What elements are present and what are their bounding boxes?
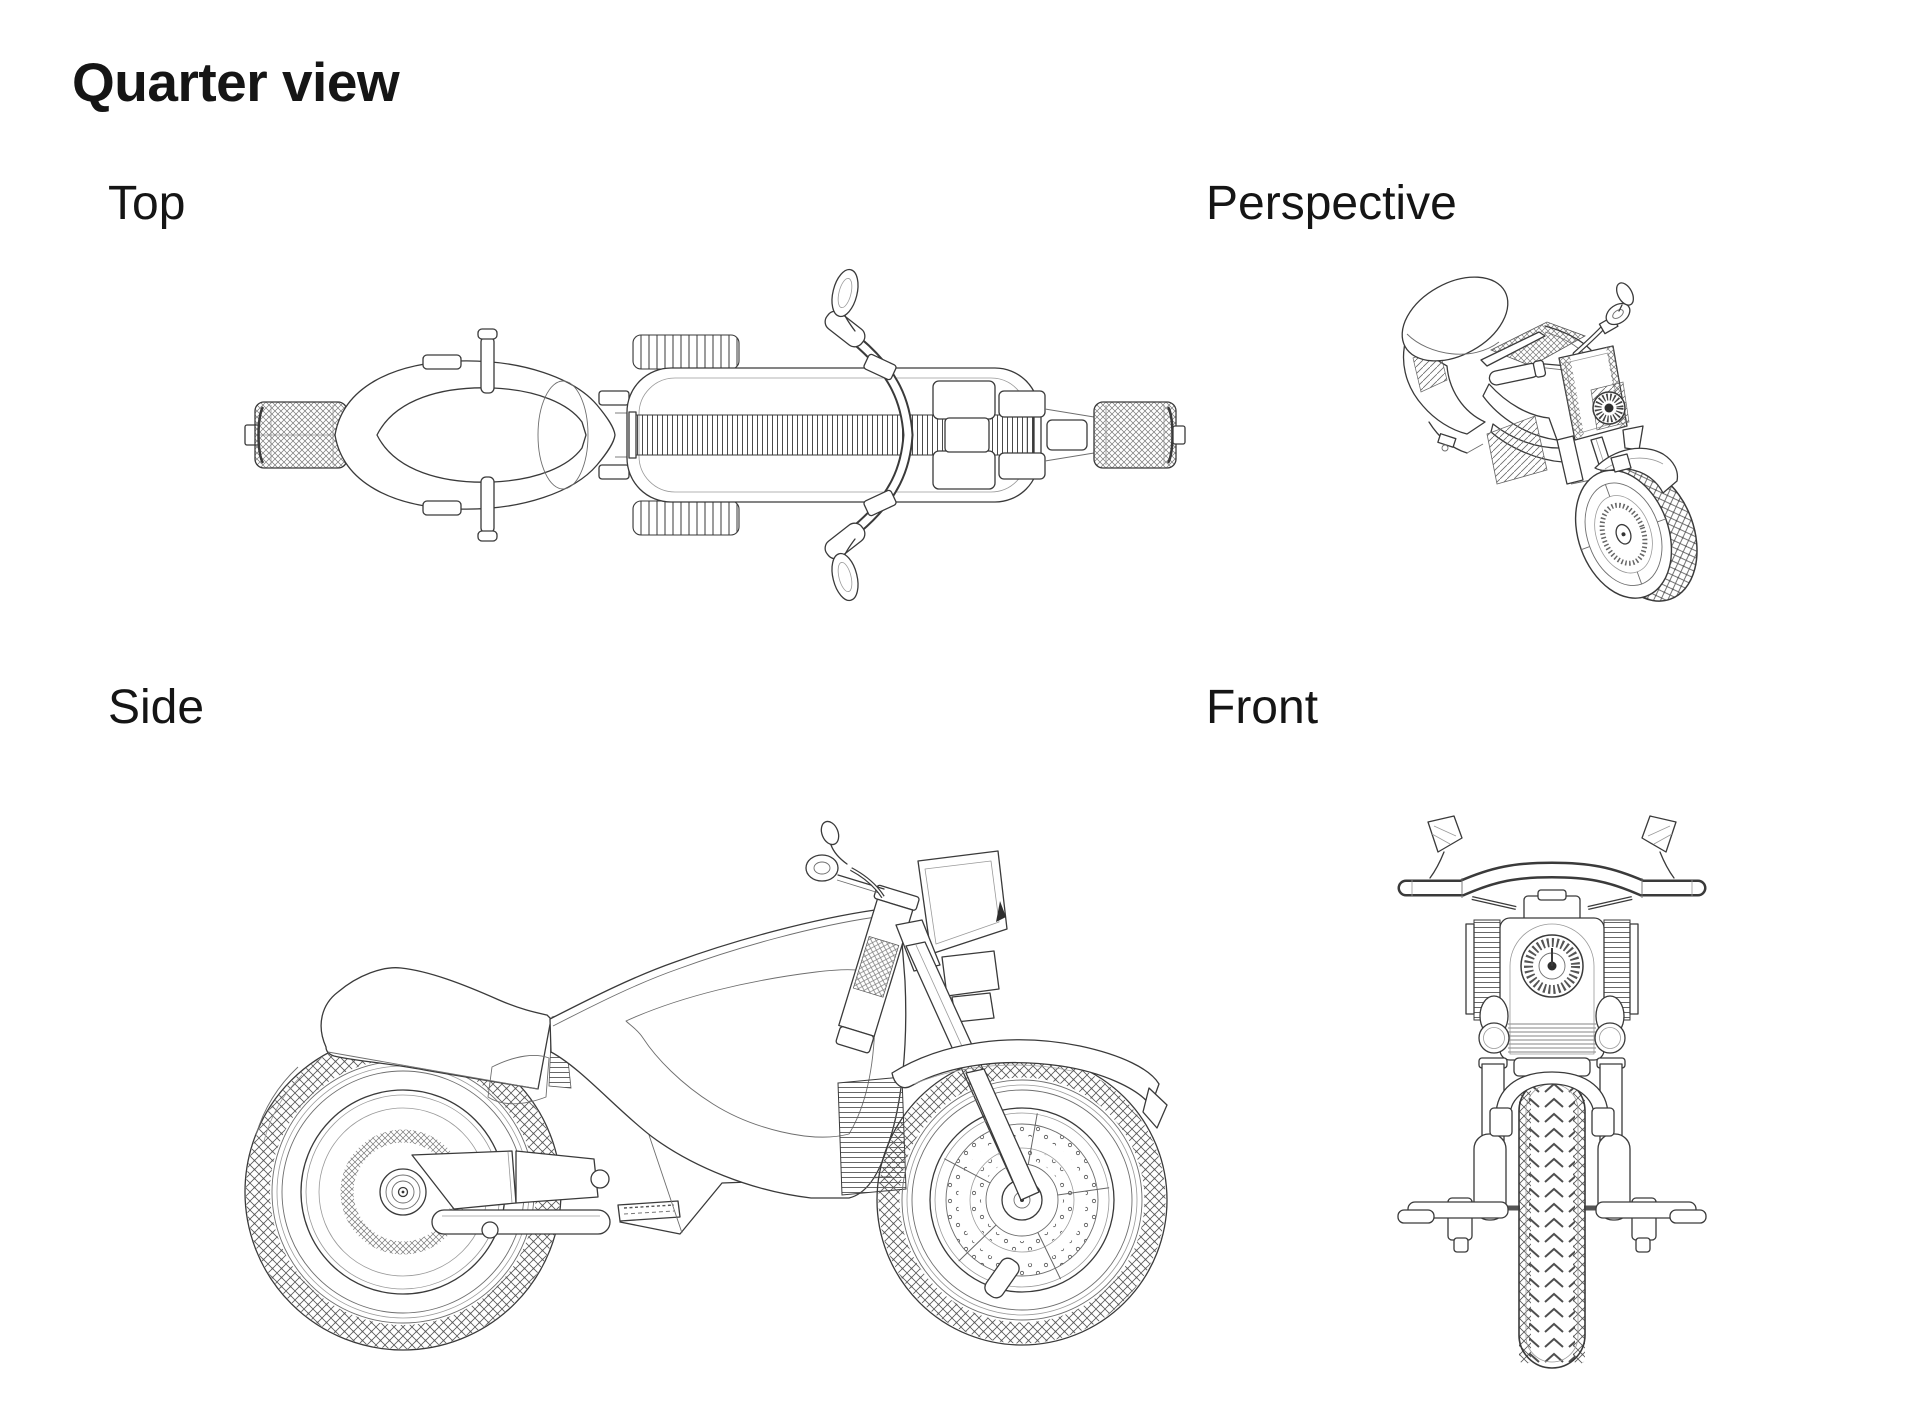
view-label-front: Front <box>1206 681 1319 734</box>
motorcycle-perspective-view-drawing <box>1401 276 1698 602</box>
motorcycle-top-view-drawing <box>244 268 1186 602</box>
motorcycle-side-view-drawing <box>244 820 1168 1351</box>
motorcycle-front-view-drawing <box>1397 815 1707 1369</box>
view-label-top: Top <box>108 177 186 230</box>
view-label-side: Side <box>108 681 205 734</box>
page-title: Quarter view <box>72 51 400 113</box>
view-label-perspective: Perspective <box>1206 177 1457 230</box>
